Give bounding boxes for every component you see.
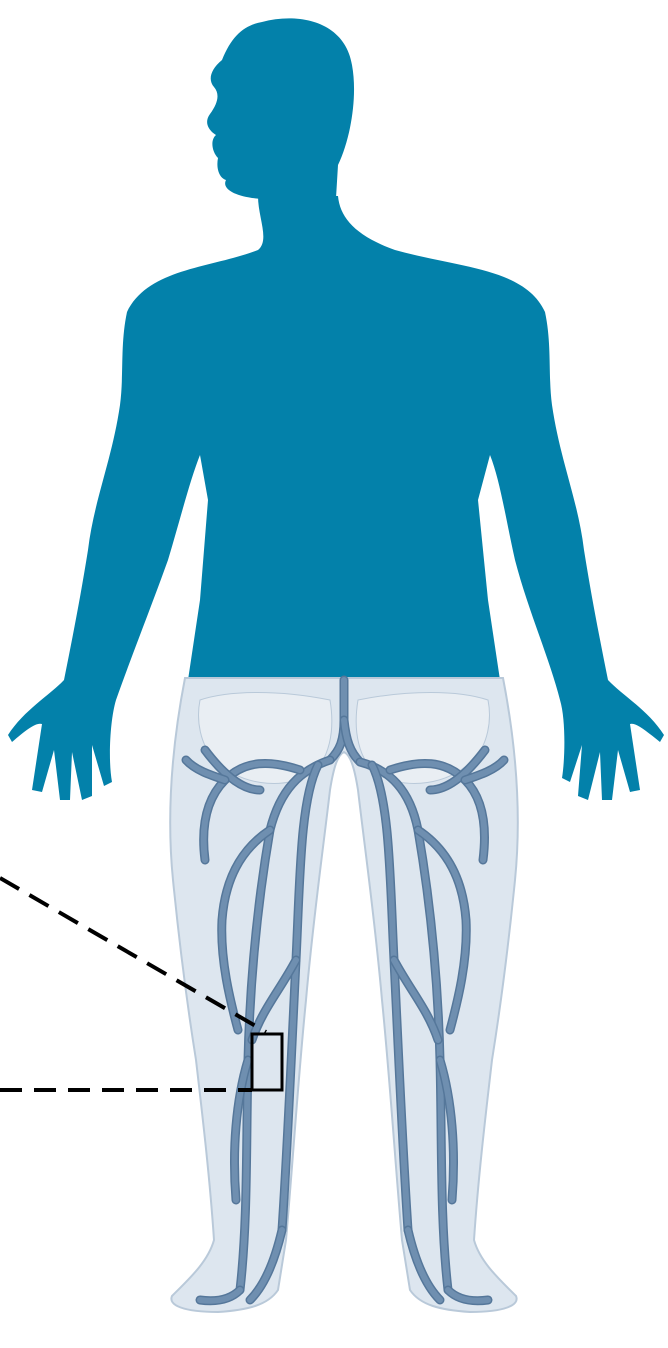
head — [207, 18, 354, 202]
legs — [170, 678, 518, 1312]
